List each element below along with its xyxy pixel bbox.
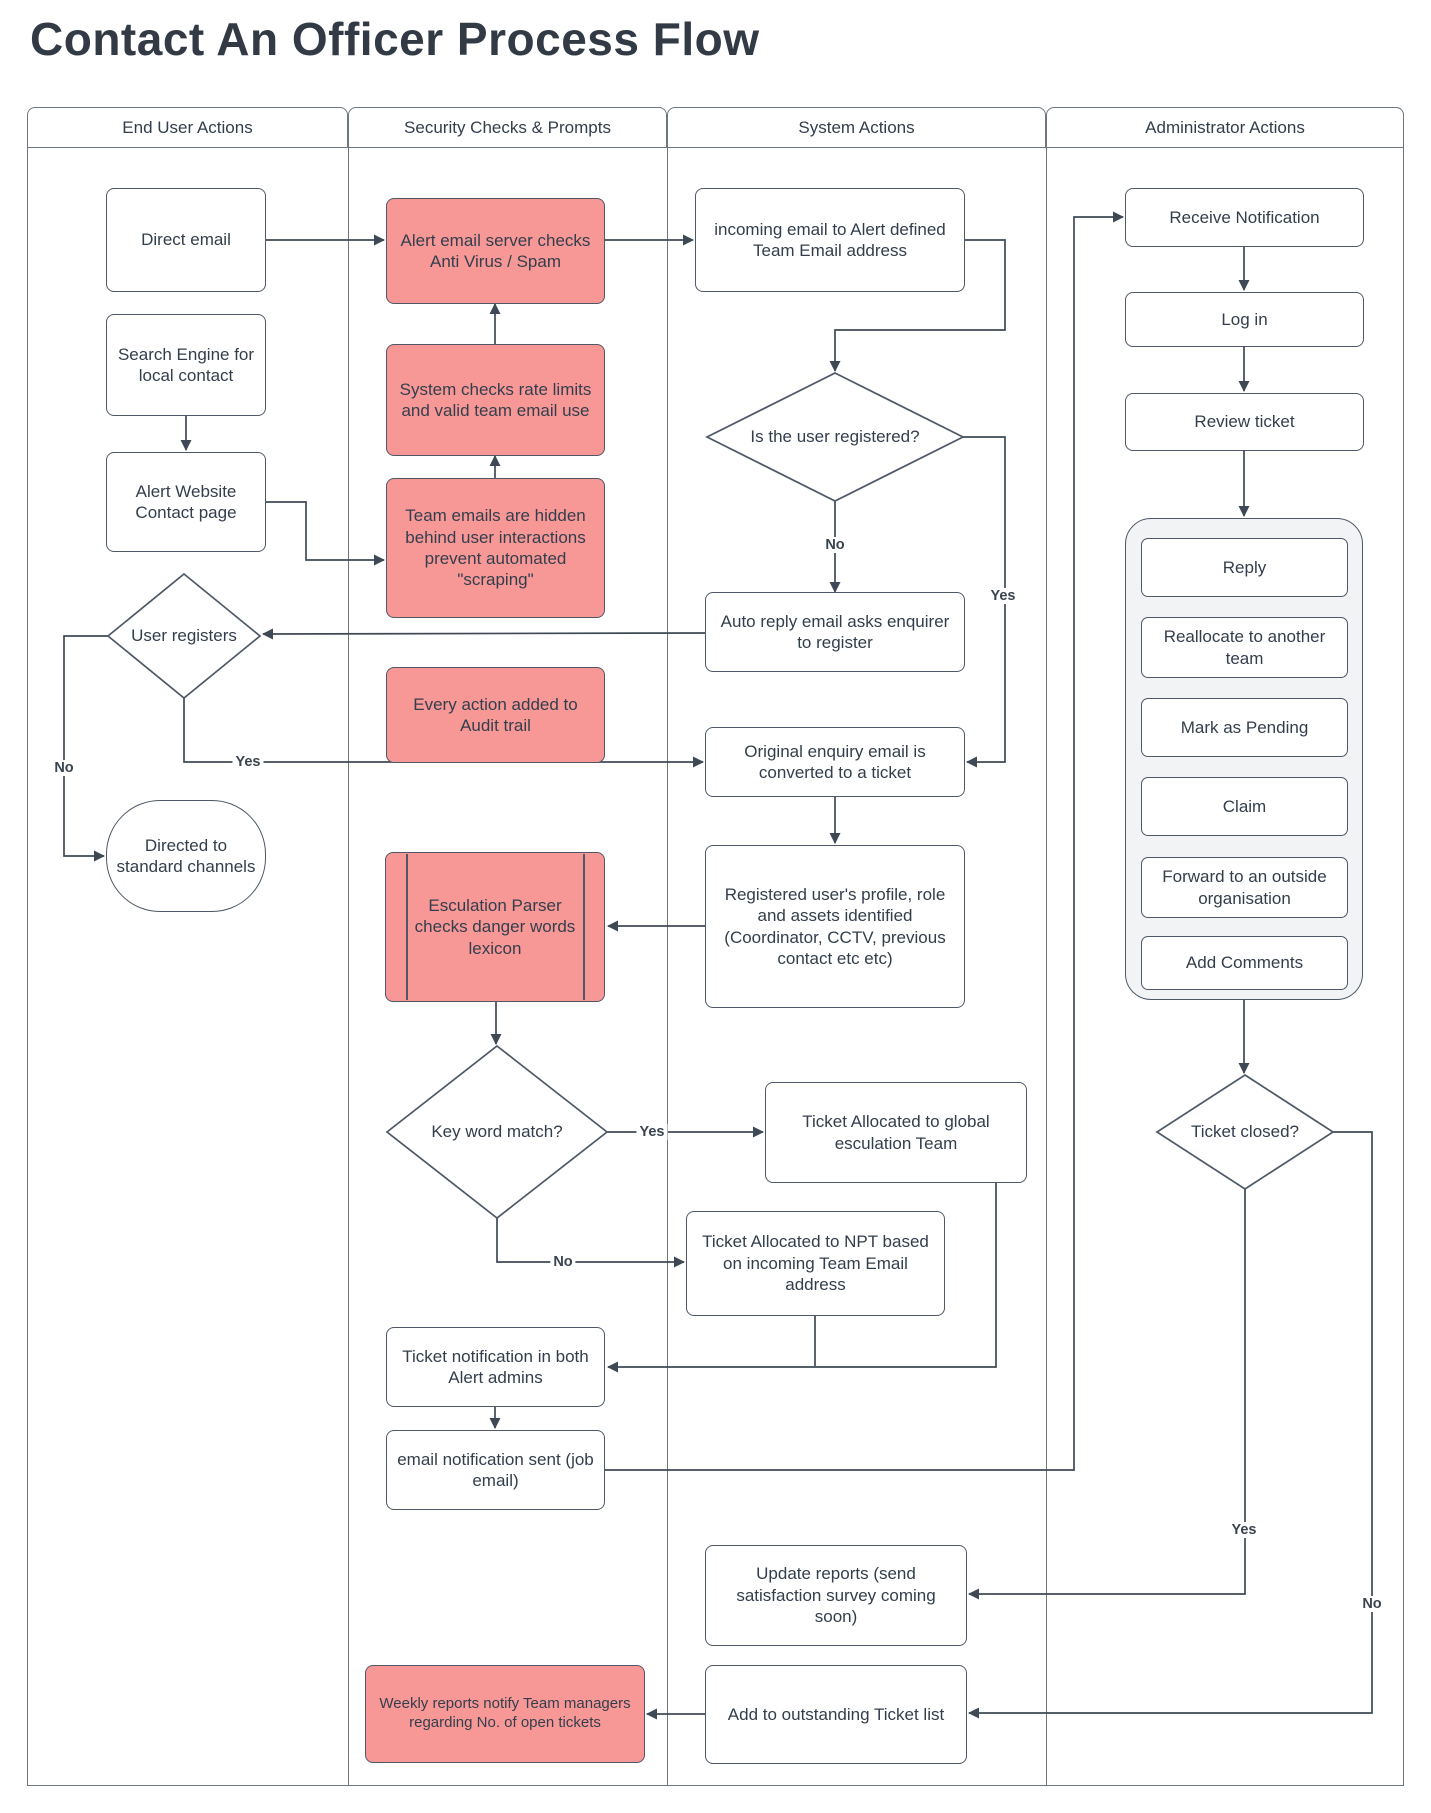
node-forward-outside: Forward to an outside organisation bbox=[1141, 857, 1348, 918]
node-ticket-notification: Ticket notification in both Alert admins bbox=[386, 1327, 605, 1407]
node-original-enquiry: Original enquiry email is converted to a… bbox=[705, 727, 965, 797]
node-update-reports: Update reports (send satisfaction survey… bbox=[705, 1545, 967, 1646]
node-ticket-global: Ticket Allocated to global esculation Te… bbox=[765, 1082, 1027, 1183]
node-registered-profile: Registered user's profile, role and asse… bbox=[705, 845, 965, 1008]
node-keyword-match: Key word match? bbox=[431, 1122, 563, 1142]
admin-actions-panel bbox=[1125, 518, 1363, 1000]
edge-label-keyword-no: No bbox=[550, 1254, 576, 1270]
lane-divider-2 bbox=[667, 147, 669, 1786]
esculation-subprocess-bar-left bbox=[406, 854, 408, 1000]
node-ticket-npt: Ticket Allocated to NPT based on incomin… bbox=[686, 1211, 945, 1316]
node-mark-pending: Mark as Pending bbox=[1141, 698, 1348, 757]
edge-label-userregisters-no: No bbox=[51, 760, 77, 776]
node-alert-email-server: Alert email server checks Anti Virus / S… bbox=[386, 198, 605, 304]
node-esculation-parser: Esculation Parser checks danger words le… bbox=[385, 852, 605, 1002]
lane-header-system: System Actions bbox=[667, 107, 1046, 148]
node-reply: Reply bbox=[1141, 538, 1348, 597]
node-user-registers: User registers bbox=[131, 626, 237, 646]
edge-label-closed-no: No bbox=[1359, 1596, 1385, 1612]
node-alert-website: Alert Website Contact page bbox=[106, 452, 266, 552]
node-review-ticket: Review ticket bbox=[1125, 393, 1364, 451]
edge-label-isregistered-no: No bbox=[822, 537, 848, 553]
node-reallocate: Reallocate to another team bbox=[1141, 617, 1348, 678]
swimlane-frame bbox=[27, 147, 1404, 1786]
edge-label-keyword-yes: Yes bbox=[636, 1124, 668, 1140]
edge-label-userregisters-yes: Yes bbox=[232, 754, 264, 770]
node-direct-email: Direct email bbox=[106, 188, 266, 292]
esculation-subprocess-bar-right bbox=[583, 854, 585, 1000]
node-claim: Claim bbox=[1141, 777, 1348, 836]
lane-header-security: Security Checks & Prompts bbox=[348, 107, 667, 148]
node-log-in: Log in bbox=[1125, 292, 1364, 347]
node-ticket-closed: Ticket closed? bbox=[1190, 1122, 1300, 1142]
lane-header-end-user: End User Actions bbox=[27, 107, 348, 148]
node-team-emails-hidden: Team emails are hidden behind user inter… bbox=[386, 478, 605, 618]
lane-header-admin: Administrator Actions bbox=[1046, 107, 1404, 148]
node-add-comments: Add Comments bbox=[1141, 936, 1348, 990]
lane-divider-3 bbox=[1046, 147, 1048, 1786]
node-system-checks-rate: System checks rate limits and valid team… bbox=[386, 344, 605, 456]
page-title: Contact An Officer Process Flow bbox=[30, 13, 760, 65]
node-audit-trail: Every action added to Audit trail bbox=[386, 667, 605, 763]
node-incoming-email: incoming email to Alert defined Team Ema… bbox=[695, 188, 965, 292]
node-directed-standard: Directed to standard channels bbox=[106, 800, 266, 912]
node-is-user-registered: Is the user registered? bbox=[750, 427, 920, 447]
lane-divider-1 bbox=[348, 147, 350, 1786]
edge-label-closed-yes: Yes bbox=[1228, 1522, 1260, 1538]
node-receive-notification: Receive Notification bbox=[1125, 188, 1364, 247]
edge-label-isregistered-yes: Yes bbox=[987, 588, 1019, 604]
node-weekly-reports: Weekly reports notify Team managers rega… bbox=[365, 1665, 645, 1763]
node-auto-reply: Auto reply email asks enquirer to regist… bbox=[705, 592, 965, 672]
node-email-notification: email notification sent (job email) bbox=[386, 1430, 605, 1510]
node-add-outstanding: Add to outstanding Ticket list bbox=[705, 1665, 967, 1764]
node-search-engine: Search Engine for local contact bbox=[106, 314, 266, 416]
